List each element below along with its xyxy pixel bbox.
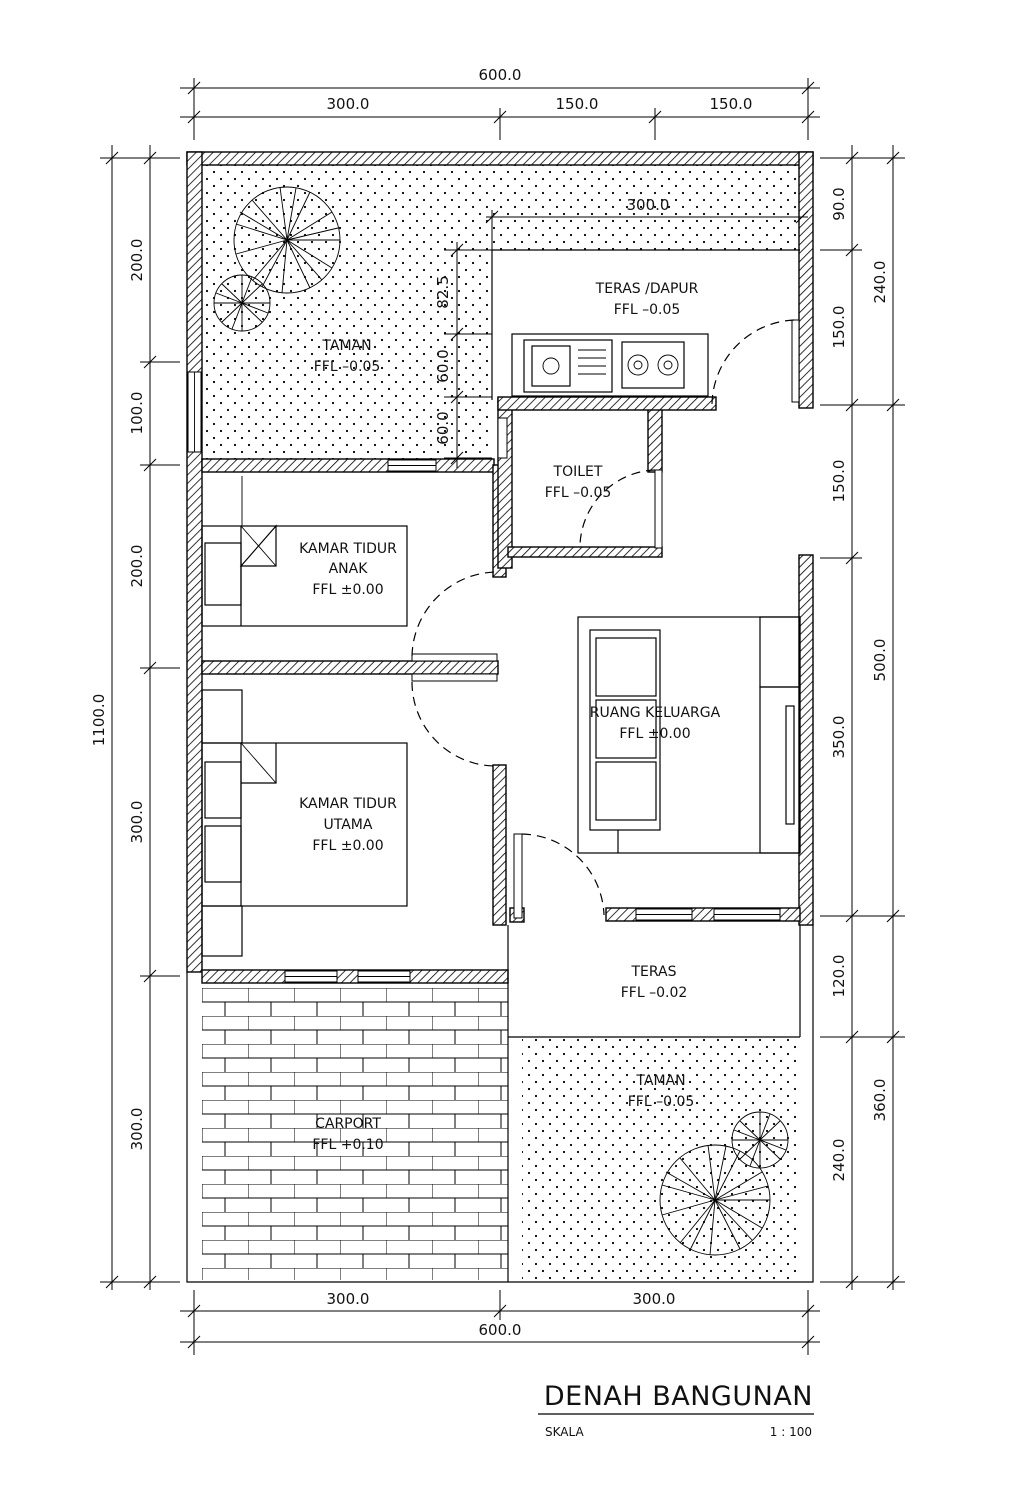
dim-right-inner-4: 350.0 [830,716,848,759]
dim-bottom-total: 600.0 [479,1321,522,1339]
dim-top-mid: 150.0 [556,95,599,113]
room-teras-dapur-level: FFL –0.05 [614,302,681,318]
room-kamar-utama-name-2: UTAMA [324,817,373,833]
room-carport-level: FFL +0.10 [312,1137,383,1153]
dim-bottom-left: 300.0 [327,1290,370,1308]
dim-left-3: 200.0 [128,545,146,588]
room-labels: TAMAN FFL –0.05 TERAS /DAPUR FFL –0.05 T… [299,281,721,1153]
dim-garden-2: 60.0 [434,349,452,382]
room-teras-level: FFL –0.02 [621,985,688,1001]
dim-top-right: 150.0 [710,95,753,113]
sofa-set [577,616,801,854]
room-teras-name: TERAS [630,964,676,980]
scale-label: SKALA [545,1425,584,1439]
dim-left-5: 300.0 [128,1108,146,1151]
dim-kitchen-width: 300.0 [627,196,670,214]
dim-left-1: 200.0 [128,239,146,282]
dim-right-inner-3: 150.0 [830,460,848,503]
room-kamar-anak-level: FFL ±0.00 [312,582,383,598]
dim-top-left: 300.0 [327,95,370,113]
bed-child [201,476,408,627]
room-kamar-utama-name-1: KAMAR TIDUR [299,796,397,812]
dim-right-outer-1: 240.0 [871,261,889,304]
tree-large-bottom [659,1144,771,1256]
drawing-title: DENAH BANGUNAN [544,1381,813,1412]
bed-master [201,689,408,957]
scale-value: 1 : 100 [770,1425,812,1439]
dim-bottom-right: 300.0 [633,1290,676,1308]
garden-top-left-area [202,250,492,460]
dim-top-total: 600.0 [479,66,522,84]
windows [187,371,781,983]
dim-right-inner-5: 120.0 [830,955,848,998]
room-taman-top-name: TAMAN [321,338,371,354]
carport-paving [202,988,508,1280]
room-kamar-utama-level: FFL ±0.00 [312,838,383,854]
dim-right-outer-3: 360.0 [871,1079,889,1122]
tree-small-bottom [731,1111,789,1169]
tree-large-top [233,186,341,294]
room-carport-name: CARPORT [315,1116,381,1132]
dim-left-2: 100.0 [128,392,146,435]
dim-garden-1: 82.5 [434,275,452,308]
dim-right-inner-2: 150.0 [830,306,848,349]
room-taman-bottom-level: FFL –0.05 [628,1094,695,1110]
doors [411,319,800,919]
dim-right-outer-2: 500.0 [871,639,889,682]
room-ruang-keluarga-name: RUANG KELUARGA [590,705,721,721]
dimension-labels: 600.0 300.0 150.0 150.0 300.0 300.0 300.… [90,66,889,1339]
dim-left-total: 1100.0 [90,694,108,747]
kitchen-counter [511,333,709,397]
tree-small-top [213,274,271,332]
room-toilet-level: FFL –0.05 [545,485,612,501]
dimension-lines [100,78,905,1355]
room-ruang-keluarga-level: FFL ±0.00 [619,726,690,742]
dim-garden-3: 60.0 [434,411,452,444]
room-kamar-anak-name-2: ANAK [329,561,369,577]
room-teras-dapur-name: TERAS /DAPUR [595,281,699,297]
room-taman-bottom-name: TAMAN [635,1073,685,1089]
dim-right-inner-6: 240.0 [830,1139,848,1182]
room-kamar-anak-name-1: KAMAR TIDUR [299,541,397,557]
site-edges [186,249,814,1283]
title-block: DENAH BANGUNAN SKALA 1 : 100 [538,1381,814,1439]
dim-right-inner-1: 90.0 [830,187,848,220]
dim-left-4: 300.0 [128,801,146,844]
room-toilet-name: TOILET [553,464,603,480]
room-taman-top-level: FFL –0.05 [314,359,381,375]
